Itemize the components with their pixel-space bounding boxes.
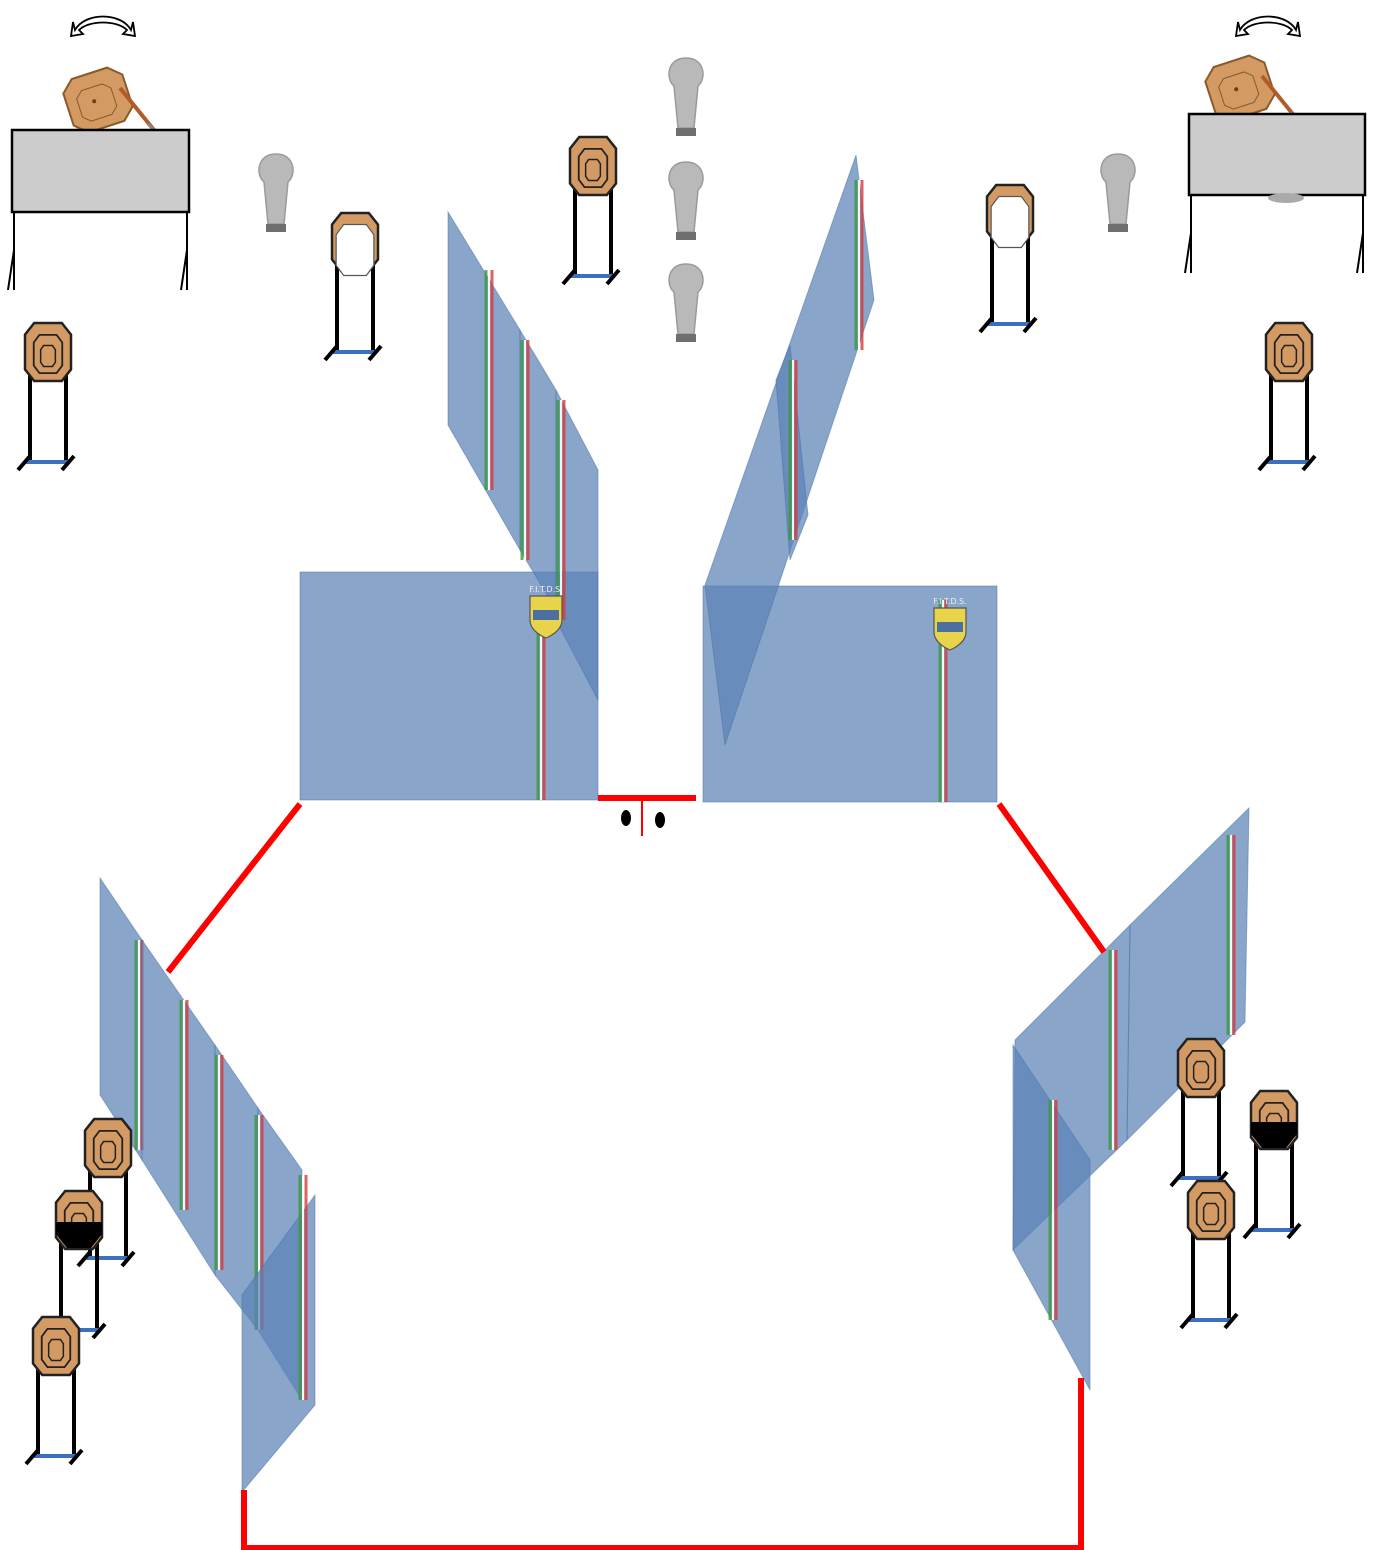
swinger-counterweight <box>1268 193 1304 203</box>
rotate-arrow-icon <box>69 15 137 38</box>
wall-upper-right-2 <box>775 344 809 561</box>
steel-popper-center-3 <box>668 263 704 342</box>
paper-target-far-right <box>1257 321 1317 472</box>
wall-upper-left-1 <box>447 210 521 552</box>
wall-lower-right-1 <box>1126 806 1250 1142</box>
wall-upper-left-3 <box>555 389 599 701</box>
wall-upper-left-2 <box>519 328 557 612</box>
paper-target-lower-right-2 <box>1179 1179 1239 1330</box>
wall-lower-left-5 <box>241 1175 316 1494</box>
crest-label: F.I.T.D.S. <box>933 597 967 606</box>
crest-left-icon: F.I.T.D.S. <box>529 585 563 639</box>
steel-popper-center-2 <box>668 161 704 240</box>
paper-target-lower-right-1 <box>1169 1037 1229 1188</box>
wall-lower-right-3 <box>1012 1043 1091 1391</box>
wall-lower-left-3 <box>214 1043 259 1332</box>
paper-target-lower-left-2 <box>24 1315 84 1466</box>
paper-target-noshoot-right <box>978 183 1038 334</box>
paper-target-lower-left-hardcover <box>47 1189 107 1340</box>
steel-popper-center-1 <box>668 57 704 136</box>
steel-popper-right <box>1100 153 1136 232</box>
rotate-arrow-icon <box>1234 15 1302 38</box>
paper-target-noshoot-left <box>323 211 383 362</box>
paper-target-lower-right-hardcover <box>1242 1089 1302 1240</box>
paper-target-far-left <box>16 321 76 472</box>
fault-line-left <box>165 802 303 974</box>
fault-line-right <box>996 802 1107 954</box>
wall-lower-left-2 <box>141 938 216 1277</box>
paper-target-center-top <box>561 135 621 286</box>
wall-lower-left-1 <box>99 876 144 1162</box>
crest-label: F.I.T.D.S. <box>529 585 563 594</box>
swinger-table-right <box>1184 54 1367 274</box>
fault-line-bottom <box>241 1378 1084 1550</box>
swinger-target <box>62 66 134 134</box>
crest-right-icon: F.I.T.D.S. <box>933 597 967 651</box>
swinger-table-left <box>7 66 191 291</box>
feet-start-icon <box>621 800 665 836</box>
steel-popper-left <box>258 153 294 232</box>
swinger-target <box>1204 54 1276 122</box>
